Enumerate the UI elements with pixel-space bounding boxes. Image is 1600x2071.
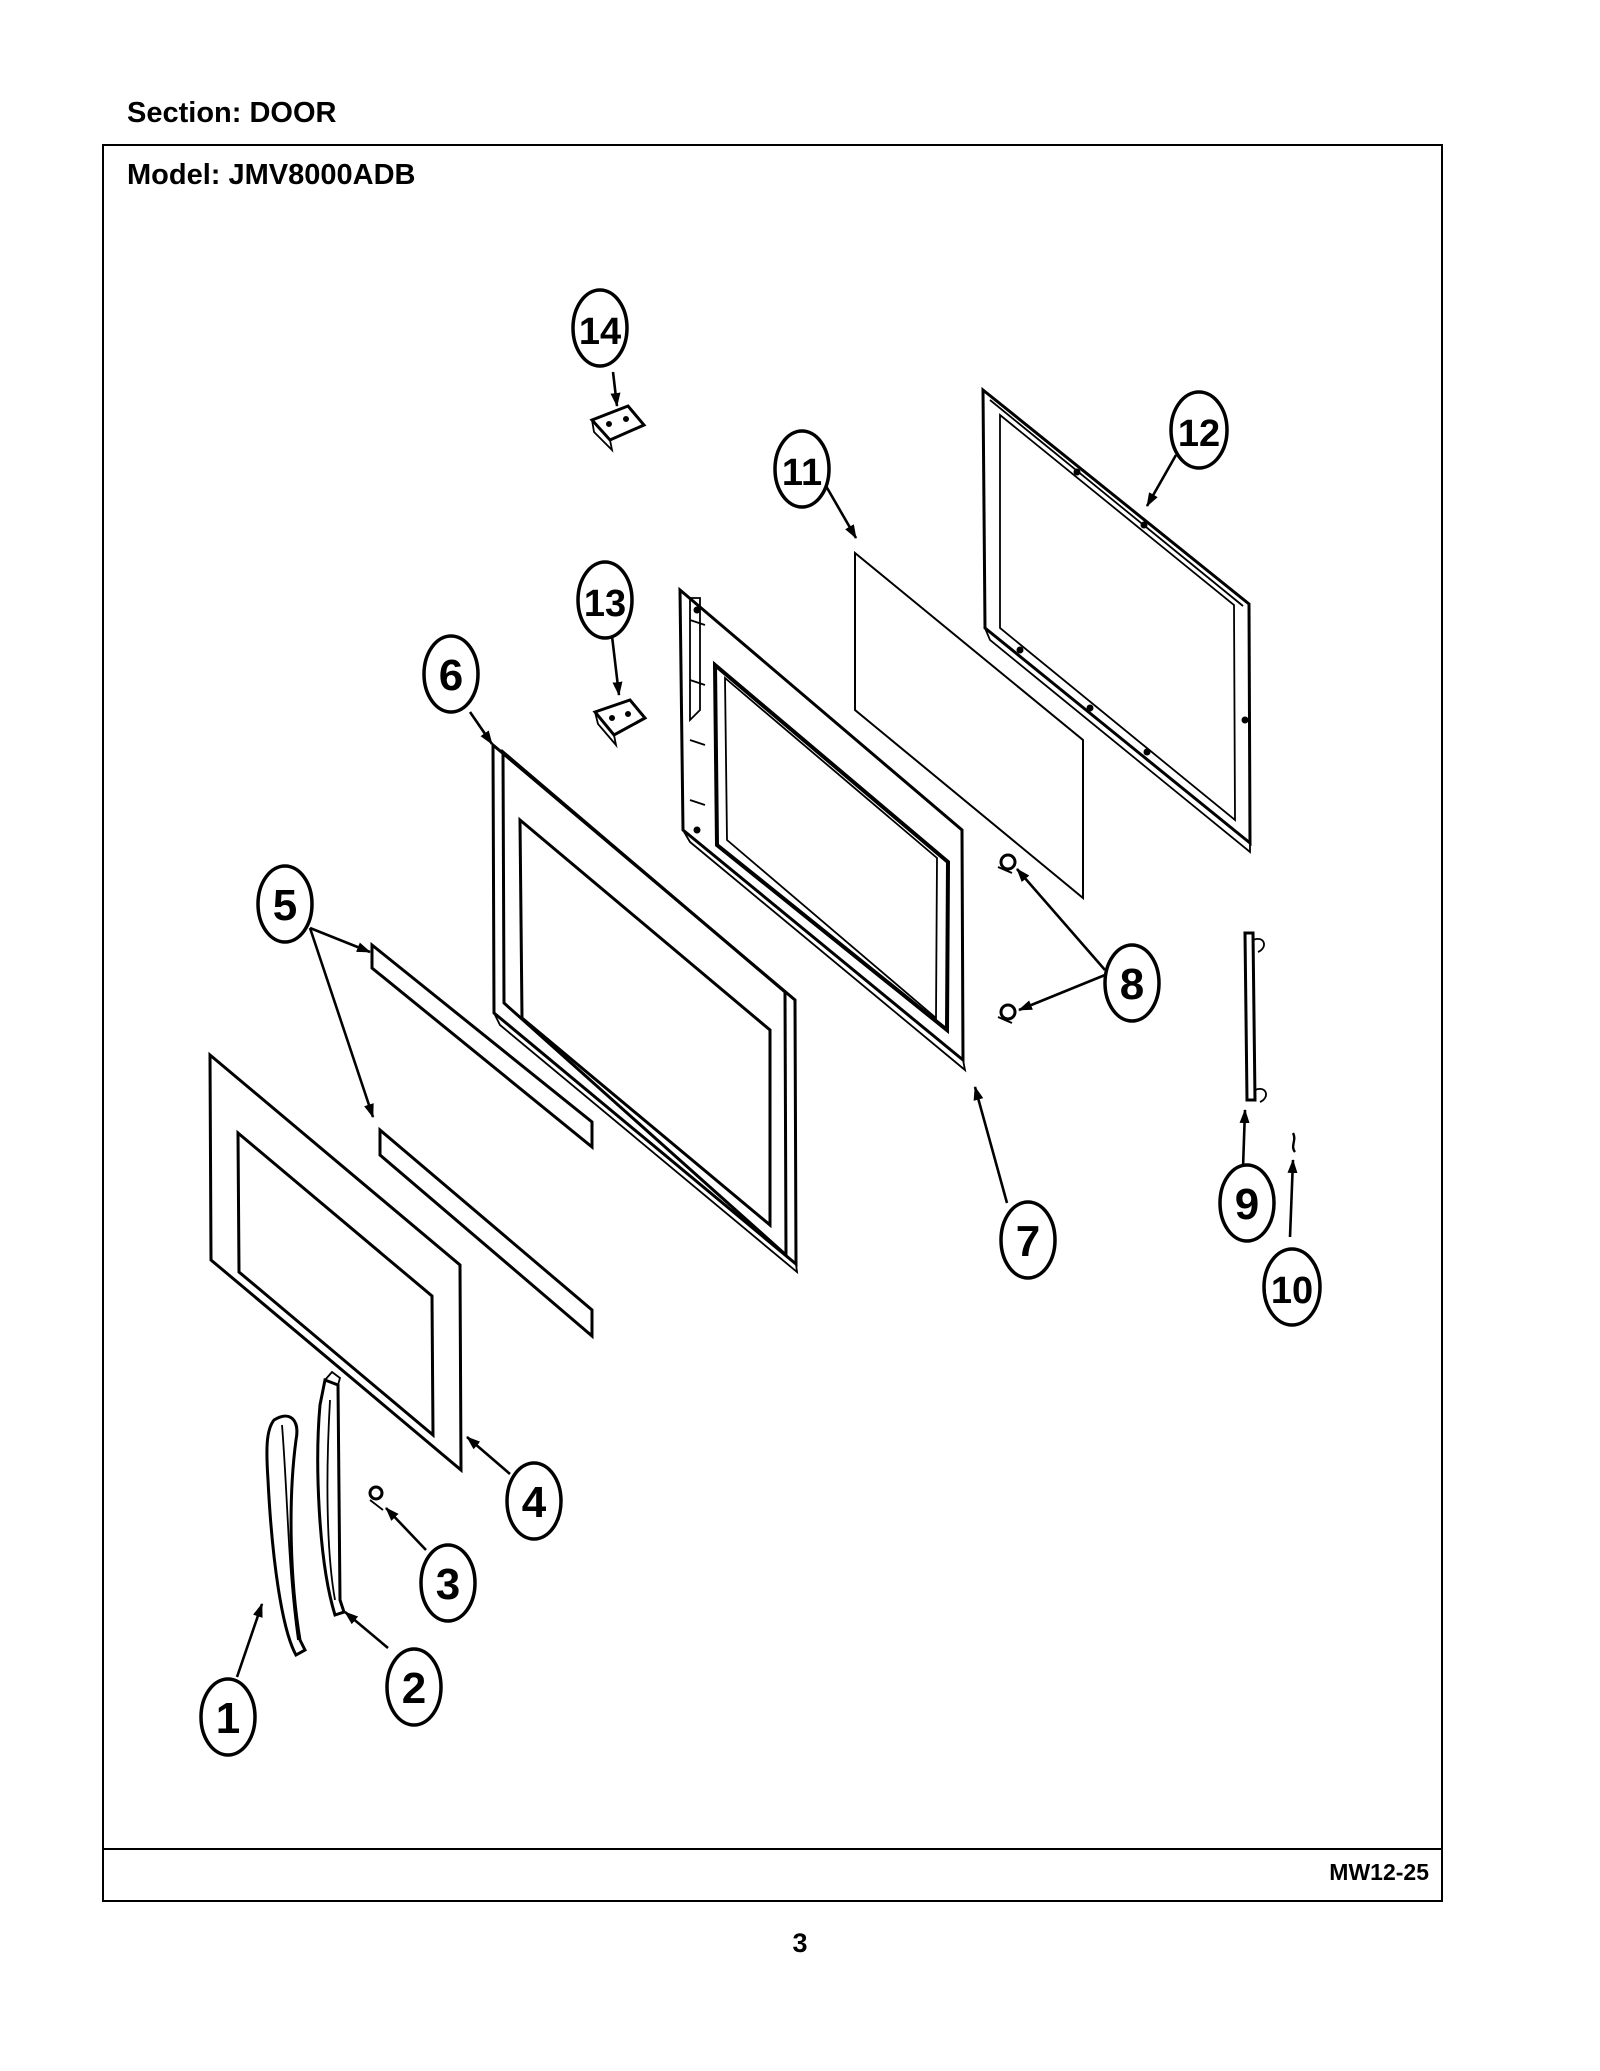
part-11-glass xyxy=(854,550,1084,901)
callout-2-label: 2 xyxy=(402,1664,426,1713)
callout-13: 13 xyxy=(576,560,634,640)
callout-5: 5 xyxy=(256,864,314,944)
callout-14: 14 xyxy=(571,288,629,368)
callout-13-label: 13 xyxy=(584,583,626,625)
callout-8-label: 8 xyxy=(1120,960,1144,1009)
leader-lines xyxy=(235,371,1298,1678)
part-4-outer-panel xyxy=(208,1051,463,1474)
part-14-hinge xyxy=(589,404,647,453)
callout-11: 11 xyxy=(773,429,831,509)
part-12-inner-frame xyxy=(981,386,1252,854)
callout-1-label: 1 xyxy=(216,1694,240,1743)
callout-1: 1 xyxy=(199,1677,257,1757)
part-8-screws xyxy=(997,853,1017,1024)
part-1-handle xyxy=(265,1414,307,1658)
callout-14-label: 14 xyxy=(579,311,621,353)
callout-11-label: 11 xyxy=(782,452,822,494)
part-6-door-frame xyxy=(491,741,799,1275)
part-9-latch xyxy=(1243,931,1267,1103)
callout-9-label: 9 xyxy=(1235,1180,1259,1229)
callout-4: 4 xyxy=(505,1461,563,1541)
section-title: Section: DOOR xyxy=(127,97,337,129)
part-10-spring xyxy=(1291,1132,1297,1153)
part-13-hinge xyxy=(592,698,648,749)
part-5-strips xyxy=(370,941,594,1340)
callout-4-label: 4 xyxy=(522,1478,547,1527)
callout-12: 12 xyxy=(1169,390,1229,470)
diagram-code: MW12-25 xyxy=(1329,1859,1429,1885)
callout-8: 8 xyxy=(1103,943,1161,1023)
callout-3-label: 3 xyxy=(436,1560,460,1609)
model-title: Model: JMV8000ADB xyxy=(127,159,416,191)
callout-10-label: 10 xyxy=(1271,1270,1313,1312)
footer-divider xyxy=(102,1848,1443,1850)
callout-6: 6 xyxy=(422,634,480,714)
page-number: 3 xyxy=(792,1928,808,1958)
part-3-screw xyxy=(368,1485,384,1511)
callout-5-label: 5 xyxy=(273,881,297,930)
diagram-frame xyxy=(102,144,1443,1902)
callout-7-label: 7 xyxy=(1016,1217,1040,1266)
callout-3: 3 xyxy=(419,1543,477,1623)
callout-12-label: 12 xyxy=(1178,413,1220,455)
part-2-handle-bracket xyxy=(316,1370,346,1617)
callout-7: 7 xyxy=(999,1200,1057,1280)
callout-9: 9 xyxy=(1218,1163,1276,1243)
callout-6-label: 6 xyxy=(439,651,463,700)
callout-2: 2 xyxy=(385,1647,443,1727)
part-7-door-panel xyxy=(678,586,967,1073)
callout-10: 10 xyxy=(1262,1247,1322,1327)
